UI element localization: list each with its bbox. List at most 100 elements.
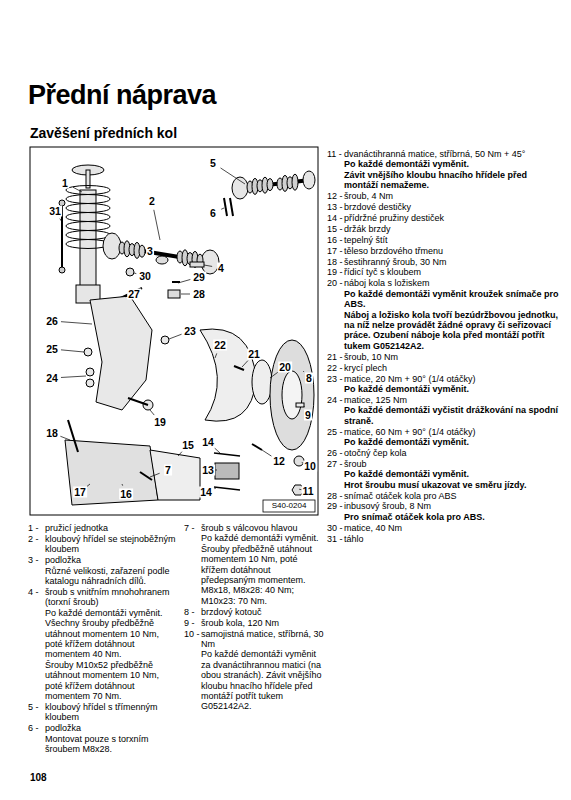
bolts-washers [230, 198, 233, 216]
part-note: Po každé demontáži vyměnit. [344, 384, 563, 394]
part-name: šroub kola, 120 Nm [201, 618, 324, 628]
leader-line [242, 361, 248, 367]
callout-number: 31 [48, 206, 62, 217]
list-item: 29 -inbusový šroub, 8 NmPro snímač otáče… [327, 501, 563, 522]
part-name: brzdové destičky [344, 202, 563, 212]
list-item: 4 - šroub s vnitřním mnohohranem (torxní … [28, 587, 178, 701]
part-note: Hrot šroubu musí ukazovat ve směru jízdy… [344, 480, 563, 490]
item-number: 15 - [327, 224, 343, 234]
part-note: Po každé demontáži vyměnit. [344, 437, 563, 447]
steering-knuckle [128, 398, 148, 405]
list-item: 27 -šroubPo každé demontáži vyměnit.Hrot… [327, 459, 563, 490]
part-name: snímač otáček kola pro ABS [344, 491, 563, 501]
callout-number: 8 [305, 373, 313, 384]
item-number: 29 - [327, 501, 343, 511]
leader-line [169, 334, 182, 339]
callout-number: 26 [45, 316, 59, 327]
bolts-washers [224, 198, 227, 216]
brake-caliper [68, 420, 78, 452]
leader-line [215, 470, 217, 471]
list-item: 24 -matice, 125 NmPo každé demontáži vyč… [327, 395, 563, 426]
drive-shafts [103, 171, 315, 274]
list-item: 31 -táhlo [327, 534, 563, 544]
part-name: matice, 40 Nm [344, 523, 563, 533]
brake-caliper [150, 450, 200, 500]
part-name: šroub s vnitřním mnohohranem (torxní šro… [45, 587, 178, 608]
bolts-washers [126, 268, 134, 276]
callout-number: 27 [127, 289, 141, 300]
part-note: Po každé demontáži vyměnit. Šrouby předb… [201, 533, 324, 585]
item-number: 22 - [327, 363, 343, 373]
steering-knuckle [161, 336, 169, 344]
list-item: 10 -samojistná matice, stříbrná, 30 NmPo… [184, 629, 324, 712]
brake-shield-hub-disc [270, 340, 314, 450]
section-heading: Zavěšení předních kol [30, 125, 177, 141]
item-number: 12 - [327, 191, 343, 201]
spring-strut [66, 213, 110, 222]
brake-caliper [252, 444, 262, 450]
brake-caliper [214, 487, 240, 490]
list-item: 18 -šestihranný šroub, 30 Nm [327, 257, 563, 267]
item-number: 14 - [327, 213, 343, 223]
callout-number: 10 [303, 461, 317, 472]
spring-strut [66, 195, 110, 204]
leader-line [73, 187, 82, 192]
item-number: 23 - [327, 374, 343, 384]
steering-knuckle [84, 296, 169, 410]
callout-number: 25 [45, 344, 59, 355]
list-item: 16 -tepelný štít [327, 235, 563, 245]
item-number: 2 - [28, 534, 39, 544]
part-note: Všechny šrouby předběžně utáhnout moment… [45, 618, 178, 660]
drive-shafts [247, 174, 298, 194]
brake-shield-hub-disc [252, 360, 272, 404]
item-number: 17 - [327, 246, 343, 256]
part-name: šroub, 4 Nm [344, 191, 563, 201]
part-note: Náboj a ložisko kola tvoří bezúdržbovou … [344, 310, 563, 352]
part-note: Po každé demontáži vyměnit. [45, 608, 178, 618]
callout-number: 17 [73, 487, 87, 498]
part-note: Po každé demontáži vyměnit kroužek sníma… [344, 289, 563, 310]
leader-line [122, 484, 124, 486]
list-item: 6 -podložkaMontovat pouze s torxním šrou… [28, 723, 178, 754]
part-name: pružicí jednotka [45, 523, 178, 533]
callout-number: 5 [209, 158, 217, 169]
list-item: 26 -otočný čep kola [327, 448, 563, 458]
spring-strut [66, 231, 110, 240]
list-item: 8 -brzdový kotouč [184, 607, 324, 617]
part-name: kloubový hřídel s třímenným kloubem [45, 702, 178, 723]
part-name: přídržné pružiny destiček [344, 213, 563, 223]
item-number: 28 - [327, 491, 343, 501]
item-number: 7 - [184, 523, 195, 533]
part-name: kloubový hřídel se stejnoběžným kloubem [45, 534, 178, 555]
item-number: 20 - [327, 278, 343, 288]
part-name: šroub s válcovou hlavou [201, 523, 324, 533]
callout-number: 9 [304, 410, 312, 421]
callout-number: 23 [183, 326, 197, 337]
drive-shafts [292, 174, 298, 190]
part-name: táhlo [344, 534, 563, 544]
part-note: Montovat pouze s torxním šroubem M8x28. [45, 734, 178, 755]
part-note: M8x18, M8x28: 40 Nm; M10x23: 70 Nm. [201, 585, 324, 606]
bolts-washers [112, 198, 233, 302]
item-number: 11 - [327, 149, 342, 159]
item-number: 19 - [327, 267, 343, 277]
item-number: 4 - [28, 587, 39, 597]
page-title: Přední náprava [28, 80, 216, 111]
bolts-washers [190, 262, 204, 267]
callout-number: 28 [192, 289, 206, 300]
item-number: 21 - [327, 352, 343, 362]
part-name: dvanáctihranná matice, stříbrná, 50 Nm +… [344, 149, 563, 159]
list-item: 25 -matice, 60 Nm + 90° (1/4 otáčky)Po k… [327, 427, 563, 448]
part-name: tepelný štít [344, 235, 563, 245]
item-number: 5 - [28, 702, 39, 712]
spring-strut [66, 186, 110, 195]
leader-line [181, 294, 190, 295]
bolts-washers [168, 290, 180, 298]
part-name: podložka [45, 723, 178, 733]
leader-line [262, 450, 271, 456]
leader-line [150, 473, 160, 477]
part-name: šroub, 10 Nm [344, 352, 563, 362]
part-name: krycí plech [344, 363, 563, 373]
list-item: 28 -snímač otáček kola pro ABS [327, 491, 563, 501]
part-name: otočný čep kola [344, 448, 563, 458]
